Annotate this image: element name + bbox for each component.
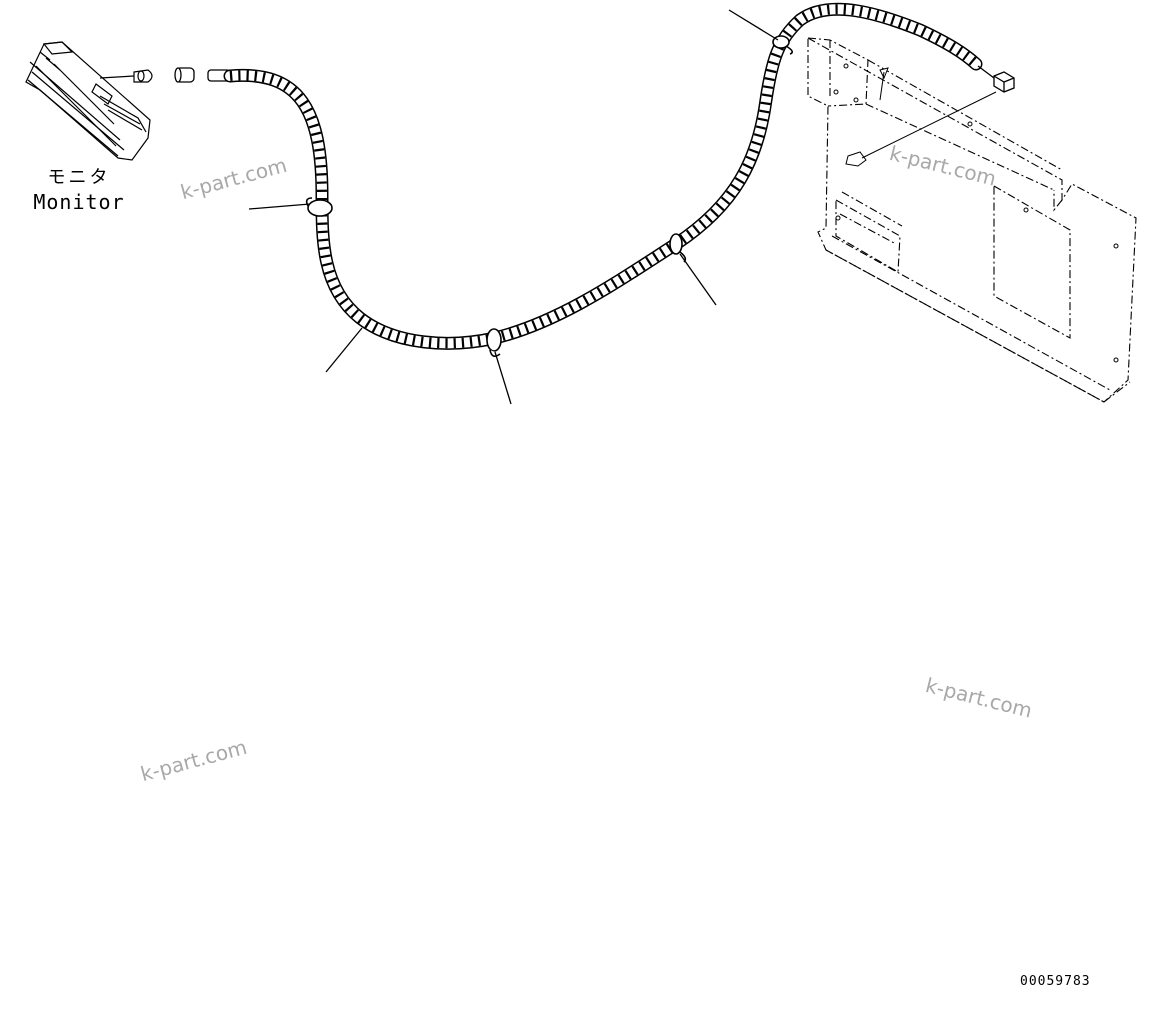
clamp-2 [486, 328, 502, 358]
figure-number: 00059783 [1020, 974, 1091, 989]
wiring-harness [223, 2, 983, 350]
bracket-panel [807, 37, 1137, 403]
cable-connector-left [174, 67, 231, 83]
connector-leader [861, 71, 997, 159]
leader-line-clamp-1 [248, 203, 311, 210]
leader-lines [248, 9, 779, 405]
bracket-details [833, 63, 1119, 363]
harness-clamps [305, 35, 794, 358]
monitor-label-jp: モニタ [47, 167, 111, 188]
monitor-unit [25, 41, 153, 161]
cable-connector-right [977, 65, 1015, 93]
leader-line-clamp-2 [494, 351, 512, 405]
monitor-label-en: Monitor [33, 190, 125, 214]
leader-line-clamp-4 [728, 9, 779, 41]
leader-line-harness [325, 327, 363, 373]
clamp-3 [669, 233, 687, 263]
leader-line-clamp-3 [679, 253, 717, 306]
